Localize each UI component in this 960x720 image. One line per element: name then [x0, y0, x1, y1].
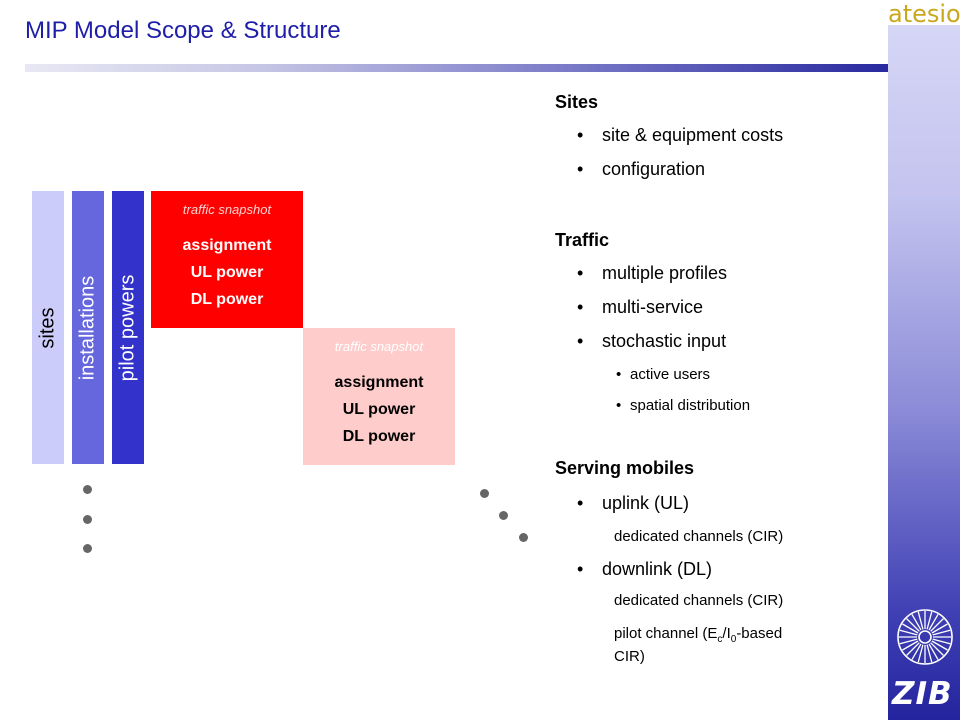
pilot-channel-line-2: CIR) — [614, 648, 645, 665]
traffic-item-stochastic: stochastic input — [602, 331, 727, 351]
installations-bar-label: installations — [76, 275, 99, 380]
star-ray — [911, 643, 922, 660]
decorative-side-band — [888, 25, 960, 720]
star-ray — [911, 614, 922, 631]
snapshot-line-assignment: assignment — [182, 237, 272, 254]
serving-item-downlink: downlink (DL) — [602, 559, 713, 579]
pilot-sub-c: c — [717, 634, 723, 645]
sites-item-configuration: configuration — [602, 159, 706, 179]
pilot-powers-bar-label: pilot powers — [116, 274, 139, 381]
bullet: • — [577, 297, 584, 317]
star-ray — [932, 638, 951, 645]
installations-bar: installations — [72, 191, 104, 464]
star-ray — [930, 618, 944, 632]
sites-heading: Sites — [555, 92, 599, 112]
sites-bar-label: sites — [36, 306, 59, 349]
star-ray — [906, 618, 920, 632]
ellipsis-dot — [83, 544, 92, 553]
star-ray — [931, 640, 948, 651]
bullet: • — [577, 559, 584, 579]
traffic-item-profiles: multiple profiles — [602, 263, 728, 283]
snapshot-line-assignment: assignment — [334, 374, 424, 391]
snapshot-caption: traffic snapshot — [182, 202, 272, 217]
star-ray — [899, 629, 918, 636]
bullet: • — [616, 397, 622, 414]
star-ray — [906, 642, 920, 656]
traffic-snapshot-box-1: traffic snapshot assignment UL power DL … — [151, 191, 303, 328]
page-title: MIP Model Scope & Structure — [25, 17, 341, 44]
pilot-channel-line: pilot channel (Ec/I0-based — [614, 625, 782, 645]
title-divider — [25, 64, 930, 72]
pilot-powers-bar: pilot powers — [112, 191, 144, 464]
traffic-subitem-spatial: spatial distribution — [630, 397, 751, 414]
ellipsis-dot — [519, 533, 528, 542]
bullet: • — [577, 493, 584, 513]
traffic-heading: Traffic — [555, 230, 610, 250]
uplink-detail: dedicated channels (CIR) — [614, 528, 784, 545]
snapshot-line-dl-power: DL power — [190, 291, 264, 308]
star-ray — [928, 643, 939, 660]
traffic-snapshot-box-2: traffic snapshot assignment UL power DL … — [303, 328, 455, 465]
zib-star-logo-icon — [897, 609, 953, 665]
zib-logo: ZIB — [892, 676, 953, 712]
star-ray — [932, 629, 951, 636]
bullet: • — [616, 366, 622, 383]
bullet: • — [577, 159, 584, 179]
bullet: • — [577, 125, 584, 145]
atesio-logo: atesio — [888, 0, 960, 28]
serving-item-uplink: uplink (UL) — [602, 493, 690, 513]
star-ray — [930, 642, 944, 656]
bullet: • — [577, 263, 584, 283]
ellipsis-dot — [83, 515, 92, 524]
traffic-item-multi-service: multi-service — [602, 297, 704, 317]
star-ray — [928, 614, 939, 631]
star-ray — [917, 611, 924, 630]
bullet: • — [577, 331, 584, 351]
star-ray — [899, 638, 918, 645]
star-ray — [902, 640, 919, 651]
sites-bar: sites — [32, 191, 64, 464]
snapshot-caption: traffic snapshot — [334, 339, 424, 354]
downlink-detail: dedicated channels (CIR) — [614, 592, 784, 609]
star-ray — [917, 644, 924, 663]
snapshot-line-ul-power: UL power — [342, 401, 416, 418]
snapshot-line-dl-power: DL power — [342, 428, 416, 445]
ellipsis-dot — [83, 485, 92, 494]
ellipsis-dot — [499, 511, 508, 520]
pilot-mid: /I — [722, 625, 731, 642]
serving-heading: Serving mobiles — [555, 458, 695, 478]
star-ray — [931, 623, 948, 634]
pilot-suffix: -based — [736, 625, 783, 642]
sites-item-costs: site & equipment costs — [602, 125, 784, 145]
ellipsis-dot — [480, 489, 489, 498]
traffic-subitem-active-users: active users — [630, 366, 711, 383]
pilot-prefix: pilot channel (E — [614, 625, 718, 642]
star-ray — [926, 644, 933, 663]
star-ray — [926, 611, 933, 630]
star-ray — [902, 623, 919, 634]
pilot-sub-0: 0 — [730, 634, 737, 645]
snapshot-line-ul-power: UL power — [190, 264, 264, 281]
